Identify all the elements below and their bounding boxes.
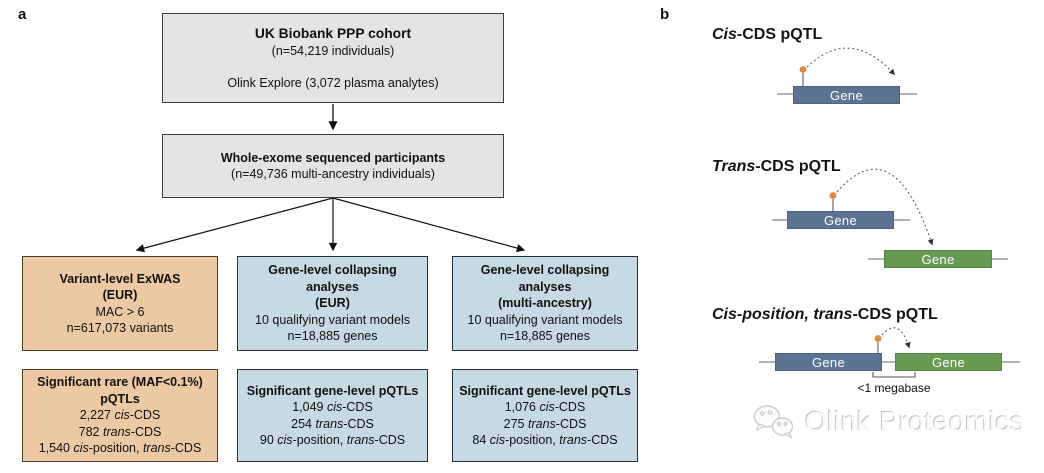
gene-box-trans-target: Gene — [884, 250, 992, 268]
box-text-line: 1,049 cis-CDS — [292, 400, 373, 414]
box-title: Significant gene-level pQTLs — [246, 383, 419, 398]
box-title: UK Biobank PPP cohort — [254, 25, 412, 41]
box-text-line: (n=49,736 multi-ancestry individuals) — [231, 167, 435, 181]
box-text-line: 254 trans-CDS — [291, 416, 374, 431]
box-text-line: 90 cis-position, trans-CDS — [259, 433, 406, 447]
gene-label: Gene — [811, 354, 845, 370]
panel-b-label: b — [660, 6, 670, 23]
gene-box-cispos-source: Gene — [775, 353, 882, 371]
diagram-title-cis-cds: Cis-CDS pQTL — [712, 26, 823, 43]
box-text-line: n=18,885 genes — [287, 329, 378, 344]
box-text-line: 10 qualifying variant models — [255, 312, 410, 327]
panel-a-label: a — [18, 6, 27, 23]
gene-box-cis: Gene — [793, 86, 900, 104]
box-text-line: 2,227 cis-CDS — [79, 408, 161, 423]
box-title: pQTLs — [100, 391, 140, 406]
box-text-line: Olink Explore (3,072 plasma analytes) — [227, 75, 439, 90]
effect-arc — [836, 168, 934, 246]
gene-label: Gene — [829, 87, 863, 103]
gene-box-cispos-target: Gene — [895, 353, 1002, 371]
gene-label: Gene — [931, 354, 965, 370]
box-title: (EUR) — [102, 288, 138, 302]
box-title: Variant-level ExWAS — [59, 271, 181, 286]
box-wes-participants: Whole-exome sequenced participants (n=49… — [162, 134, 504, 198]
variant-marker-icon — [874, 335, 882, 342]
box-text-line: 1,076 cis-CDS — [504, 400, 586, 414]
box-title: Significant gene-level pQTLs — [459, 383, 631, 398]
box-title: (EUR) — [315, 296, 350, 311]
diagram-title-trans-cds: Trans-CDS pQTL — [712, 158, 841, 175]
box-title: Gene-level collapsing — [480, 263, 610, 278]
flow-branch-arrows — [135, 197, 526, 253]
gene-box-trans-source: Gene — [787, 211, 894, 229]
box-ukb-cohort: UK Biobank PPP cohort (n=54,219 individu… — [162, 13, 504, 103]
variant-marker-icon — [829, 192, 837, 199]
effect-arc — [806, 47, 896, 76]
distance-bracket — [872, 372, 916, 378]
distance-label: <1 megabase — [857, 381, 931, 395]
box-gene-pqtls-eur: Significant gene-level pQTLs 1,049 cis-C… — [237, 369, 428, 462]
box-title: Whole-exome sequenced participants — [220, 150, 446, 165]
box-title: Significant rare (MAF<0.1%) — [37, 375, 203, 390]
box-text-line: 10 qualifying variant models — [467, 312, 623, 327]
box-gene-pqtls-multi: Significant gene-level pQTLs 1,076 cis-C… — [452, 369, 638, 462]
box-collapsing-multi: Gene-level collapsing analyses (multi-an… — [452, 256, 638, 351]
box-text-line: (n=54,219 individuals) — [271, 44, 395, 59]
variant-marker-icon — [799, 66, 807, 73]
box-text-line: n=18,885 genes — [499, 329, 590, 344]
effect-arc — [881, 327, 911, 349]
wechat-logo-icon — [753, 405, 794, 439]
diagram-title-cis-position-trans-cds: Cis-position, trans-CDS pQTL — [712, 306, 938, 323]
box-text-line: n=617,073 variants — [66, 321, 174, 335]
watermark: Olink Proteomics — [752, 403, 1025, 441]
box-collapsing-eur: Gene-level collapsing analyses (EUR) 10 … — [237, 256, 428, 351]
gene-label: Gene — [823, 212, 857, 228]
box-title: Gene-level collapsing — [268, 263, 397, 278]
gene-label: Gene — [921, 251, 955, 267]
box-variant-exwas: Variant-level ExWAS (EUR) MAC > 6 n=617,… — [22, 256, 218, 351]
box-text-line: MAC > 6 — [95, 304, 145, 319]
box-text-line: 1,540 cis-position, trans-CDS — [38, 441, 202, 456]
box-text-line: 84 cis-position, trans-CDS — [472, 433, 618, 447]
box-title: (multi-ancestry) — [498, 296, 592, 311]
box-rare-pqtls: Significant rare (MAF<0.1%) pQTLs 2,227 … — [22, 369, 218, 462]
box-text-line: 782 trans-CDS — [78, 424, 162, 439]
box-title: analyses — [518, 279, 572, 294]
watermark-text: Olink Proteomics — [805, 406, 1025, 437]
box-text-line: 275 trans-CDS — [503, 416, 587, 431]
box-title: analyses — [306, 279, 359, 294]
